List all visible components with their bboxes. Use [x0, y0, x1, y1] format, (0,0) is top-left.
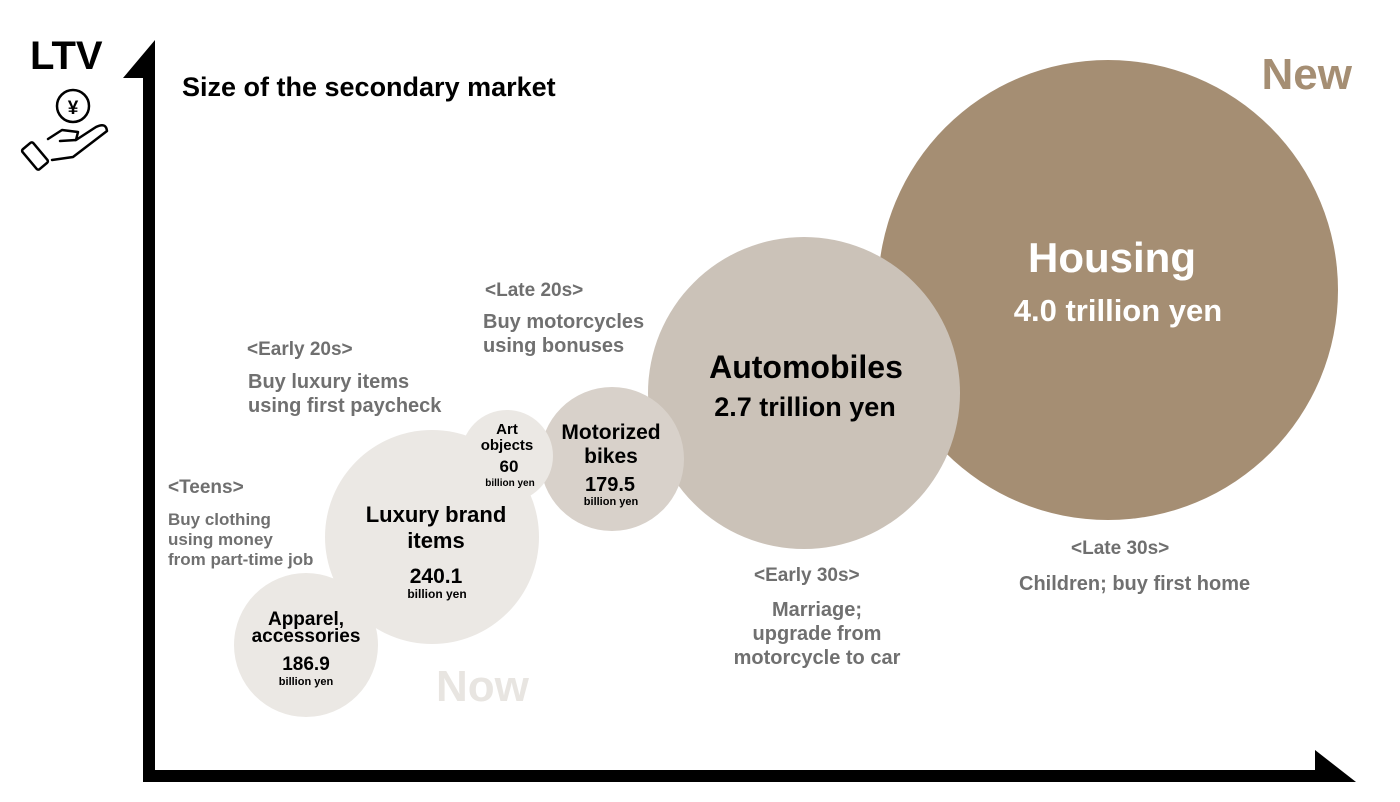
y-axis-line — [143, 70, 155, 782]
bubble-motorized-bikes — [540, 387, 684, 531]
bubble-automobiles — [648, 237, 960, 549]
stage-early30s-desc-line: Marriage; — [771, 599, 863, 621]
automobiles-label: Automobiles — [709, 349, 903, 385]
stage-late20s-title: <Late 20s> — [485, 280, 584, 301]
bubble-art-objects — [461, 410, 553, 502]
svg-text:¥: ¥ — [68, 98, 79, 119]
stage-early30s-title: <Early 30s> — [754, 565, 860, 586]
y-axis-arrow — [123, 40, 155, 78]
page-title: Size of the secondary market — [182, 72, 556, 102]
stage-teens-desc-line: from part-time job — [168, 550, 314, 569]
stage-late20s-desc-line: Buy motorcycles — [483, 311, 645, 333]
stage-late30s-desc-line: Children; buy first home — [1019, 573, 1251, 595]
new-corner-label: New — [1261, 50, 1352, 99]
luxury-brand-unit: billion yen — [407, 587, 466, 601]
apparel-label-1: Apparel, — [268, 609, 344, 630]
bubble-housing — [878, 60, 1338, 520]
motorized-bikes-value: 179.5 — [585, 474, 635, 496]
coin-hand-icon: ¥ — [20, 88, 109, 171]
apparel-label-2: accessories — [252, 626, 361, 647]
luxury-brand-value: 240.1 — [410, 565, 463, 588]
luxury-brand-label-1: Luxury brand — [366, 502, 507, 527]
stage-teens-desc-line: Buy clothing — [168, 510, 271, 529]
art-objects-unit: billion yen — [485, 478, 534, 489]
art-objects-label-2: objects — [481, 437, 534, 454]
stage-late20s-desc-line: using bonuses — [483, 335, 625, 357]
stage-early20s-desc: Buy luxury items using first paycheck — [248, 370, 441, 418]
automobiles-value: 2.7 trillion yen — [714, 392, 896, 422]
motorized-bikes-unit: billion yen — [584, 496, 639, 508]
stage-early20s-title: <Early 20s> — [247, 339, 353, 360]
stage-late30s-title: <Late 30s> — [1071, 538, 1170, 559]
motorized-bikes-label-1: Motorized — [561, 421, 660, 444]
y-axis-label: LTV — [30, 34, 103, 78]
x-axis-arrow — [1315, 750, 1356, 782]
now-corner-label: Now — [436, 662, 529, 711]
stage-early30s-desc-line: motorcycle to car — [733, 647, 901, 669]
art-objects-label-1: Art — [496, 421, 518, 438]
housing-value: 4.0 trillion yen — [1014, 293, 1222, 328]
bubble-apparel-accessories — [234, 573, 378, 717]
stage-late30s-desc: Children; buy first home — [1019, 572, 1250, 596]
art-objects-value: 60 — [500, 457, 519, 476]
stage-early20s-desc-line: using first paycheck — [248, 395, 442, 417]
apparel-value: 186.9 — [282, 654, 330, 675]
motorized-bikes-label-2: bikes — [584, 445, 638, 468]
luxury-brand-label-2: items — [407, 528, 464, 553]
stage-teens-title: <Teens> — [168, 477, 244, 498]
apparel-unit: billion yen — [279, 676, 334, 688]
housing-label: Housing — [1028, 234, 1196, 281]
stage-teens-desc: Buy clothing using money from part-time … — [168, 510, 313, 570]
x-axis-line — [143, 770, 1325, 782]
stage-early20s-desc-line: Buy luxury items — [248, 371, 410, 393]
stage-early30s-desc-line: upgrade from — [752, 623, 882, 645]
stage-teens-desc-line: using money — [168, 530, 273, 549]
stage-early30s-desc: Marriage; upgrade from motorcycle to car — [707, 598, 927, 670]
stage-late20s-desc: Buy motorcycles using bonuses — [483, 310, 644, 358]
